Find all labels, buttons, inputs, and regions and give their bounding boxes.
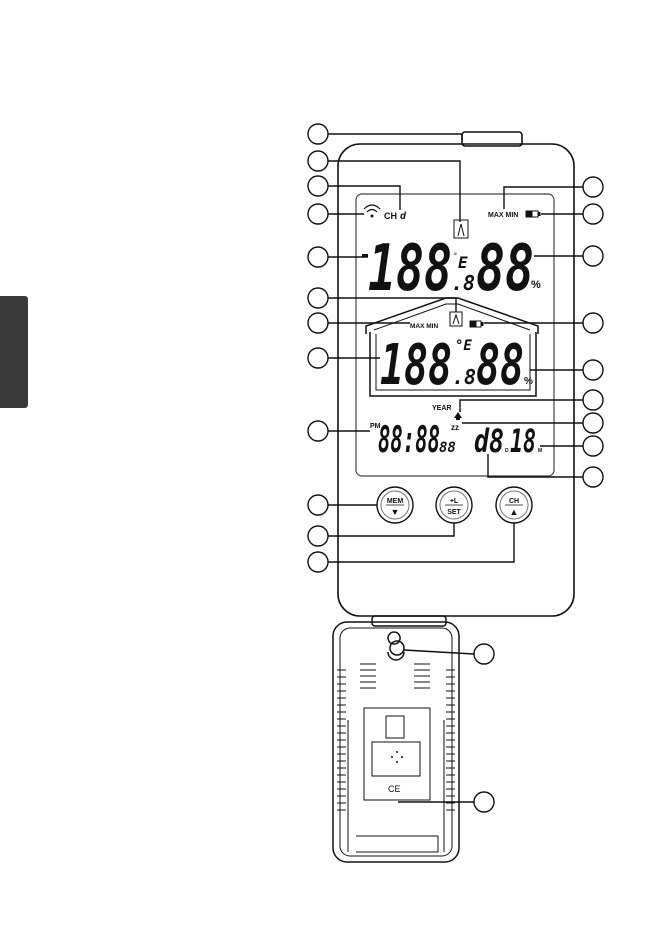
signal-icon	[364, 205, 380, 218]
callout-r7	[583, 413, 603, 433]
clock-time: 88:88	[378, 420, 440, 461]
ch-button[interactable]: CH ▲	[496, 487, 532, 523]
callout-r9	[583, 467, 603, 487]
outdoor-sensor-icon	[454, 220, 468, 238]
channel-label: CH	[384, 211, 397, 221]
callout-6	[308, 288, 328, 308]
indoor-temperature: 188	[380, 333, 452, 398]
speaker-holes-icon	[391, 751, 403, 763]
callout-r6	[583, 390, 603, 410]
indoor-temp-decimal: .8	[452, 365, 476, 389]
channel-value: d	[400, 211, 407, 222]
callouts-back	[398, 644, 494, 812]
indoor-humidity: 88	[476, 333, 524, 398]
snooze-label: zz	[451, 423, 459, 432]
callout-r5	[583, 360, 603, 380]
battery-cover	[386, 716, 404, 738]
outdoor-temp-unit: E	[458, 253, 468, 272]
mem-button[interactable]: MEM ▼	[377, 487, 413, 523]
set-button[interactable]: +L SET	[436, 487, 472, 523]
month-marker: M	[538, 448, 542, 454]
callout-7	[308, 313, 328, 333]
grip-left	[337, 670, 346, 810]
light-label: +L	[450, 498, 459, 505]
day-marker: D	[505, 448, 509, 454]
callout-b2	[474, 792, 494, 812]
outdoor-temperature: 188	[368, 232, 452, 306]
max-min-label-indoor: MAX MIN	[410, 323, 438, 330]
date-month: 18	[510, 422, 536, 460]
callout-r3	[583, 246, 603, 266]
ce-mark: CE	[388, 784, 401, 794]
outdoor-temp-decimal: .8	[451, 271, 475, 295]
up-arrow-icon: ▲	[510, 507, 519, 517]
clock-seconds: 88	[439, 440, 456, 456]
indoor-sensor-icon	[450, 312, 462, 326]
callout-12	[308, 552, 328, 572]
indoor-humidity-unit: %	[524, 376, 533, 387]
outdoor-humidity: 88	[476, 232, 534, 306]
max-min-label-top: MAX MIN	[488, 212, 518, 219]
date-day: d8	[474, 422, 504, 460]
ch-button-label: CH	[509, 498, 519, 505]
callout-9	[308, 421, 328, 441]
callout-2	[308, 151, 328, 171]
grip-right	[446, 670, 455, 810]
year-label: YEAR	[432, 405, 451, 412]
callout-r2	[583, 204, 603, 224]
callout-5	[308, 247, 328, 267]
back-unit	[333, 616, 459, 862]
outdoor-humidity-unit: %	[531, 279, 541, 291]
callout-b1	[474, 644, 494, 664]
indoor-temp-unit: °E	[455, 338, 472, 354]
callout-10	[308, 495, 328, 515]
callout-4	[308, 204, 328, 224]
callout-3	[308, 176, 328, 196]
vent-slots	[360, 664, 430, 688]
battery-icon-top	[526, 211, 540, 217]
callout-1	[308, 124, 328, 144]
callout-r8	[583, 436, 603, 456]
down-arrow-icon: ▼	[391, 507, 400, 517]
callout-11	[308, 526, 328, 546]
degree-sign-top: °	[454, 252, 457, 260]
mem-button-label: MEM	[387, 498, 404, 505]
callout-r1	[583, 177, 603, 197]
callout-r4	[583, 313, 603, 333]
callout-8	[308, 348, 328, 368]
alarm-bell-icon	[454, 412, 462, 420]
battery-icon-indoor	[470, 321, 483, 327]
back-top-bar	[372, 616, 446, 626]
set-label: SET	[447, 509, 461, 516]
